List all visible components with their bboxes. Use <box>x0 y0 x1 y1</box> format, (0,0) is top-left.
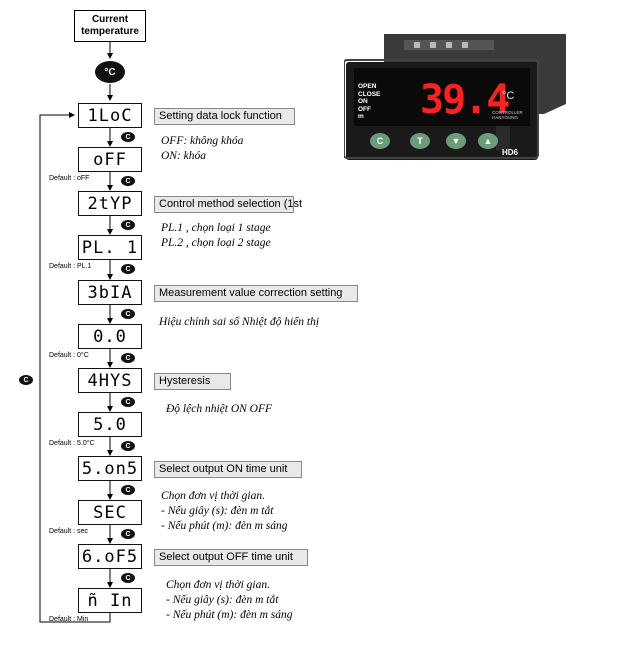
step-description-9: Chọn đơn vị thời gian. - Nếu giây (s): đ… <box>161 489 287 534</box>
current-temperature-box: Current temperature <box>74 10 146 42</box>
step-c-button[interactable]: C <box>121 353 135 363</box>
display-2: oFF <box>78 147 142 172</box>
display-3: 2tYP <box>78 191 142 216</box>
default-value-10: Default : sec <box>49 528 88 535</box>
device-up-button[interactable]: ▲ <box>478 133 498 149</box>
default-value-4: Default : PL.1 <box>49 263 91 270</box>
step-description-7: Độ lệch nhiệt ON OFF <box>166 402 272 417</box>
default-value-8: Default : 5.0°C <box>49 440 95 447</box>
indicator-m: m <box>358 113 380 121</box>
indicator-labels: OPEN CLOSE ON OFF m <box>358 83 380 121</box>
step-c-button[interactable]: C <box>121 573 135 583</box>
step-description-1: OFF: không khóa ON: khóa <box>161 134 243 164</box>
step-c-button[interactable]: C <box>121 441 135 451</box>
step-c-button[interactable]: C <box>121 485 135 495</box>
current-temperature-label: Current temperature <box>81 14 139 38</box>
model-label: HD6 <box>502 148 518 157</box>
step-description-3: PL.1 , chọn loại 1 stage PL.2 , chọn loạ… <box>161 221 271 251</box>
device-t-button[interactable]: T <box>410 133 430 149</box>
default-value-2: Default : oFF <box>49 175 89 182</box>
unit-label: °C <box>502 90 514 102</box>
step-c-button[interactable]: C <box>121 397 135 407</box>
step-label-5: Measurement value correction setting <box>154 285 358 302</box>
indicator-off: OFF <box>358 106 380 114</box>
device-c-button[interactable]: C <box>370 133 390 149</box>
default-value-6: Default : 0°C <box>49 352 89 359</box>
step-c-button[interactable]: C <box>121 529 135 539</box>
step-label-1: Setting data lock function <box>154 108 295 125</box>
display-12: ñ In <box>78 588 142 613</box>
step-label-9: Select output ON time unit <box>154 461 302 478</box>
step-label-3: Control method selection (1st <box>154 196 294 213</box>
display-8: 5.0 <box>78 412 142 437</box>
step-c-button[interactable]: C <box>121 132 135 142</box>
display-10: SEC <box>78 500 142 525</box>
return-c-button[interactable]: C <box>19 375 33 385</box>
display-4: PL. 1 <box>78 235 142 260</box>
step-description-5: Hiệu chỉnh sai số Nhiệt độ hiển thị <box>159 315 319 330</box>
indicator-close: CLOSE <box>358 91 380 99</box>
device-down-button[interactable]: ▼ <box>446 133 466 149</box>
default-value-12: Default : Min <box>49 616 88 623</box>
step-c-button[interactable]: C <box>121 264 135 274</box>
display-11: 6.oF5 <box>78 544 142 569</box>
step-c-button[interactable]: C <box>121 220 135 230</box>
step-c-button[interactable]: C <box>121 309 135 319</box>
display-1: 1LoC <box>78 103 142 128</box>
celsius-button[interactable]: °C <box>95 61 125 83</box>
brand-label: CONTROLLER HANYOUNG <box>492 110 523 120</box>
display-9: 5.on5 <box>78 456 142 481</box>
display-5: 3bIA <box>78 280 142 305</box>
step-label-11: Select output OFF time unit <box>154 549 308 566</box>
display-7: 4HYS <box>78 368 142 393</box>
display-6: 0.0 <box>78 324 142 349</box>
step-description-11: Chọn đơn vị thời gian. - Nếu giây (s): đ… <box>166 578 292 623</box>
controller-device: OPEN CLOSE ON OFF m 39.4 °C CONTROLLER H… <box>344 34 566 162</box>
indicator-on: ON <box>358 98 380 106</box>
step-c-button[interactable]: C <box>121 176 135 186</box>
brand-line2: HANYOUNG <box>492 115 523 120</box>
step-label-7: Hysteresis <box>154 373 231 390</box>
indicator-open: OPEN <box>358 83 380 91</box>
